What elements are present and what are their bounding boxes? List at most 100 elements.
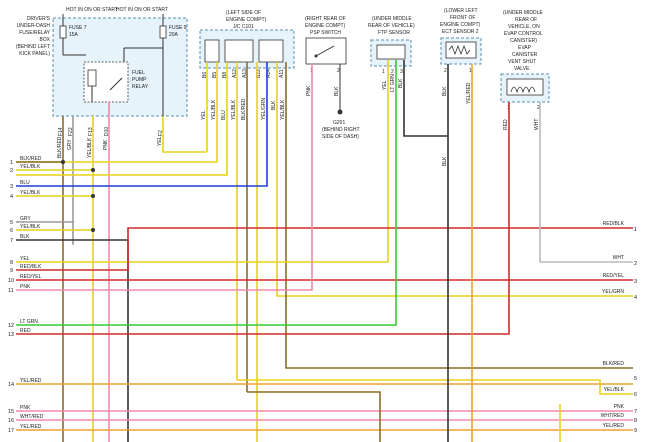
left-row-no: 4 — [10, 194, 13, 200]
evap-label-5: CANISTER) — [510, 38, 537, 44]
vlabel-ect-1: YEL/RED — [466, 82, 472, 104]
fuse9-amp: 20A — [169, 32, 179, 38]
left-row-no: 13 — [8, 332, 14, 338]
evap-label-3: VEHICLE, ON — [508, 24, 540, 30]
right-row-no: 9 — [634, 428, 637, 434]
relay-label-2: PUMP — [132, 77, 147, 83]
wire-red-row13 — [16, 102, 510, 335]
left-row-no: 11 — [8, 288, 14, 294]
wire-blk-red-lower — [247, 391, 381, 442]
wires — [16, 60, 633, 442]
evap-label-8: VENT SHUT — [508, 59, 536, 65]
evap-pin-2: 2 — [537, 105, 540, 111]
left-row-no: 6 — [10, 228, 13, 234]
evap-label-4: EVAP CONTROL — [504, 31, 543, 37]
pcm-pin-a12: A12 — [232, 69, 238, 78]
wire-row-2 — [16, 62, 228, 176]
right-row-no: 6 — [634, 392, 637, 398]
left-row-label: WHT/RED — [20, 414, 44, 420]
fuse7-hot-label: HOT IN ON OR START — [66, 7, 118, 13]
vlabel-fuse-yel: YEL — [157, 136, 163, 146]
ftp-label-3: FTP SENSOR — [378, 30, 410, 36]
fuse9-hot-label: HOT IN ON OR START — [116, 7, 168, 13]
ftp-pin-2: 2 — [391, 69, 394, 75]
vlabel-fuse-yel-blk: YEL/BLK — [87, 137, 93, 158]
pcm-pin-b6: B6 — [202, 72, 208, 78]
fuse-box-label-4: BOX — [39, 37, 50, 43]
left-row-label: YEL — [20, 256, 30, 262]
left-row-label: GRY — [20, 216, 31, 222]
psp-label-3: PSP SWITCH — [310, 30, 341, 36]
vlabel-ect-blk-lower: BLK — [442, 156, 448, 166]
right-row-label: WHT/RED — [601, 413, 625, 419]
right-row-no: 7 — [634, 409, 637, 415]
vlabel-ftp-3: BLK — [398, 78, 404, 88]
ftp-label-1: (UNDER MIDDLE — [372, 16, 412, 22]
ground-label-1: G201 — [333, 120, 345, 126]
vlabel-fuse-gry: GRY — [67, 139, 73, 150]
pcm-pin-b22: B22 — [256, 69, 262, 78]
wire-blu — [16, 62, 268, 187]
ftp-sensor: (UNDER MIDDLE REAR OF VEHICLE) FTP SENSO… — [368, 16, 415, 75]
ect-label-3: ENGINE COMPT) — [440, 22, 481, 28]
wire-red-blk-row9 — [16, 227, 633, 271]
pcm-pin-b5: B5 — [212, 72, 218, 78]
left-row-no: 15 — [8, 409, 14, 415]
wire-blk-red-right — [285, 62, 633, 369]
right-row-label: YEL/RED — [603, 423, 625, 429]
fuse-box-label-2: UNDER-DASH — [17, 23, 51, 29]
fuse7-icon — [59, 25, 67, 39]
thermistor-icon — [448, 44, 471, 56]
vlabel-pcm-b22: YEL/GRN — [261, 98, 267, 120]
left-row-no: 3 — [10, 184, 13, 190]
ground-label-3: SIDE OF DASH) — [322, 134, 359, 140]
vlabel-pcm-a13: BLK/RED — [241, 98, 247, 120]
fuse-pin-d10: D10 — [104, 127, 110, 136]
fuse9-name: FUSE 9 — [169, 25, 187, 31]
solenoid-icon — [510, 86, 536, 94]
pcm-pin-a14: A14 — [266, 69, 272, 78]
wire-lt-grn-row12 — [16, 60, 397, 326]
ect-label-4: ECT SENSOR 2 — [442, 29, 479, 35]
left-row-label: YEL/BLK — [20, 190, 41, 196]
vlabel-pcm-a14: BLK — [271, 100, 277, 110]
left-row-label: BLK/RED — [20, 156, 42, 162]
vlabel-pcm-b8: BLU — [221, 110, 227, 120]
right-row-no: 8 — [634, 418, 637, 424]
left-row-no: 12 — [8, 323, 14, 329]
vlabel-ftp-1: YEL — [382, 80, 388, 90]
ect-pin-2: 2 — [444, 68, 447, 74]
fuse-relay-box: HOT IN ON OR START HOT IN ON OR START DR… — [16, 7, 188, 136]
vlabel-fuse-blk-red: BLK/RED — [57, 136, 63, 158]
left-row-no: 9 — [10, 268, 13, 274]
wire-gry-f22 — [72, 116, 74, 245]
right-row-label: YEL/GRN — [602, 289, 624, 295]
evap-label-9: VALVE — [514, 66, 530, 72]
psp-label-2: ENGINE COMPT) — [305, 23, 346, 29]
right-row-no: 3 — [634, 279, 637, 285]
left-row-label: BLU — [20, 180, 30, 186]
vlabel-pcm-b5: YEL/BLK — [211, 99, 217, 120]
pcm-label-3: J/C C101 — [233, 24, 254, 30]
fuse-box-label-1: DRIVER'S — [27, 16, 51, 22]
pcm-label-1: (LEFT SIDE OF — [226, 10, 261, 16]
fuse-box-label-6: KICK PANEL) — [19, 51, 50, 57]
right-row-no: 1 — [634, 227, 637, 233]
left-row-label: YEL/RED — [20, 378, 42, 384]
left-row-no: 14 — [8, 382, 14, 388]
evap-label-6: EVAP — [518, 45, 532, 51]
psp-switch: (RIGHT REAR OF ENGINE COMPT) PSP SWITCH … — [305, 16, 360, 140]
vlabel-pcm-b6: YEL — [201, 110, 207, 120]
splice-dot — [61, 160, 65, 164]
pcm-pin-b8: B8 — [222, 72, 228, 78]
relay-switch-icon — [109, 77, 123, 91]
right-row-label: RED/YEL — [603, 273, 625, 279]
fuse-pin-f22: F22 — [68, 127, 74, 136]
fuse-box-label-5: (BEHIND LEFT — [16, 44, 50, 50]
left-row-no: 8 — [10, 260, 13, 266]
wire-yel-grn — [276, 62, 633, 297]
splice-dot — [91, 228, 95, 232]
relay-label-3: RELAY — [132, 84, 149, 90]
vlabel-pcm-a11: YEL/BLK — [280, 99, 286, 120]
right-row-labels: RED/BLK 1 WHT 2 RED/YEL 3 YEL/GRN 4 BLK/… — [601, 221, 637, 434]
